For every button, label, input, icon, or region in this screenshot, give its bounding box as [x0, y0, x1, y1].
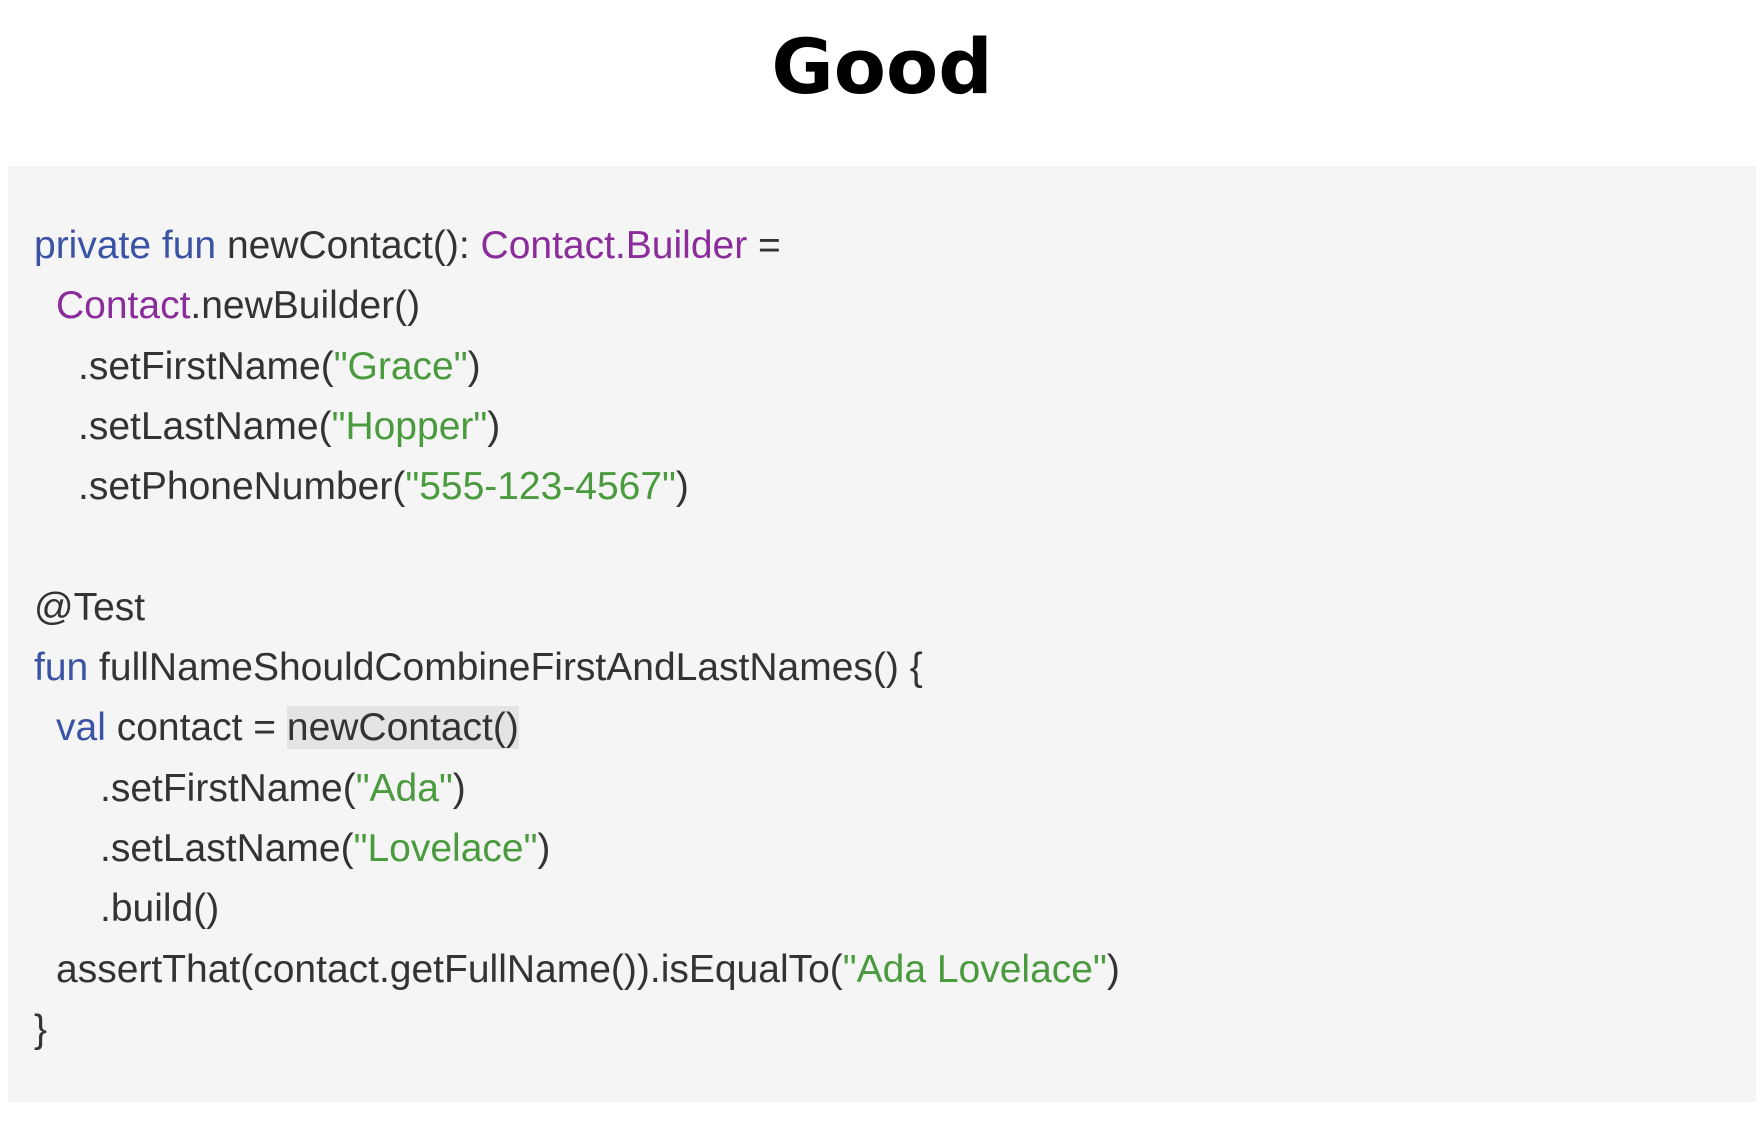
code-token: @Test — [34, 585, 146, 629]
code-token: newContact(): — [216, 224, 481, 267]
code-line: .setPhoneNumber("555-123-4567") — [34, 457, 1120, 517]
code-type: Contact.Builder — [480, 224, 748, 267]
code-line — [34, 517, 1120, 577]
code-keyword: private fun — [34, 224, 217, 267]
code-string: "Grace" — [333, 344, 468, 388]
code-token: ) — [1106, 947, 1120, 991]
code-token: ) — [675, 465, 689, 509]
code-block: private fun newContact(): Contact.Builde… — [34, 216, 1120, 1060]
code-token: } — [34, 1007, 48, 1051]
code-line: .setLastName("Lovelace") — [34, 819, 1120, 879]
code-string: "Hopper" — [331, 404, 488, 448]
code-token: .newBuilder() — [190, 284, 421, 328]
code-string: "Ada" — [355, 766, 453, 810]
code-token: ) — [537, 826, 551, 870]
code-token: = — [747, 224, 781, 267]
code-line: assertThat(contact.getFullName()).isEqua… — [34, 940, 1120, 1000]
code-keyword: fun — [34, 646, 89, 690]
code-token: fullNameShouldCombineFirstAndLastNames()… — [88, 646, 923, 690]
code-token: .build() — [100, 887, 220, 931]
code-string: "Ada Lovelace" — [842, 947, 1107, 991]
code-token: .setLastName( — [100, 826, 354, 870]
code-line: .setLastName("Hopper") — [34, 397, 1120, 457]
slide-title: Good — [771, 22, 993, 111]
code-line: } — [34, 1000, 1120, 1060]
code-line: Contact.newBuilder() — [34, 276, 1120, 336]
code-token: assertThat(contact.getFullName()).isEqua… — [56, 947, 843, 991]
code-token: ) — [452, 766, 466, 810]
code-line: .setFirstName("Ada") — [34, 759, 1120, 819]
code-line: fun fullNameShouldCombineFirstAndLastNam… — [34, 638, 1120, 698]
code-token: .setFirstName( — [100, 766, 356, 810]
code-line: @Test — [34, 578, 1120, 638]
code-keyword: val — [56, 706, 106, 750]
code-token: ) — [487, 404, 501, 448]
code-token: ) — [467, 344, 481, 388]
code-token: contact = — [105, 706, 287, 750]
code-token: .setLastName( — [78, 404, 332, 448]
code-line: private fun newContact(): Contact.Builde… — [34, 216, 1120, 276]
code-token: .setFirstName( — [78, 344, 334, 388]
code-panel: private fun newContact(): Contact.Builde… — [8, 166, 1756, 1102]
code-line: val contact = newContact() — [34, 698, 1120, 758]
code-string: "Lovelace" — [353, 826, 538, 870]
code-line: .setFirstName("Grace") — [34, 337, 1120, 397]
code-token: .setPhoneNumber( — [78, 465, 406, 509]
code-string: "555-123-4567" — [405, 465, 676, 509]
code-line: .build() — [34, 879, 1120, 939]
code-type: Contact — [56, 284, 191, 328]
code-highlighted-call: newContact() — [286, 706, 519, 750]
